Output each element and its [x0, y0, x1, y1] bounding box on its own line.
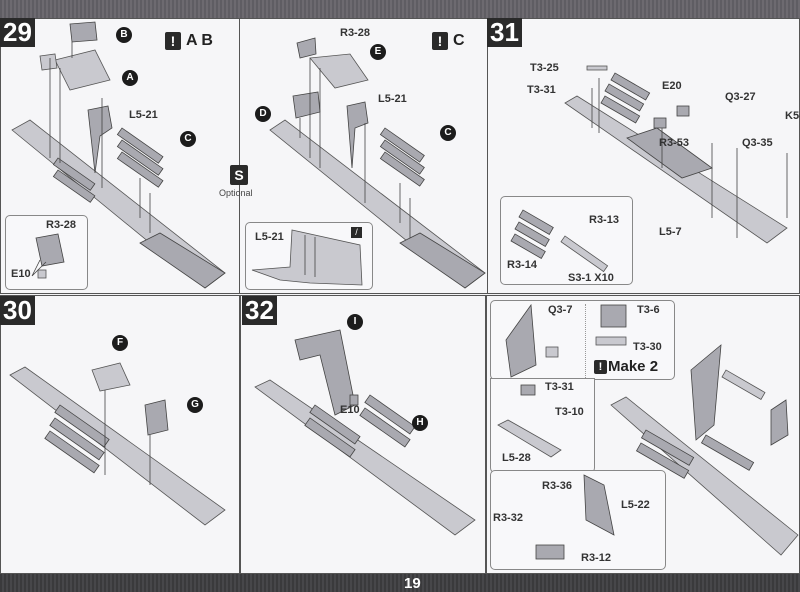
warning-note-c: !C: [432, 32, 465, 50]
top-border: [0, 0, 800, 18]
step-number: 32: [242, 296, 277, 325]
part-label: L5-7: [659, 226, 682, 238]
step-number: 31: [487, 18, 522, 47]
exclamation-icon: !: [594, 359, 607, 374]
callout-f: F: [112, 335, 128, 351]
warning-text: A B: [186, 32, 213, 49]
optional-label: Optional: [219, 188, 253, 198]
part-label: L5-28: [502, 452, 531, 464]
part-label: R3-53: [659, 137, 689, 149]
part-label: R3-28: [46, 219, 76, 231]
part-label: K5-: [785, 110, 800, 122]
optional-icon: S: [230, 165, 248, 185]
part-label: R3-36: [542, 480, 572, 492]
step-32-illustration: [254, 329, 476, 536]
step-29-left-illustration: [11, 21, 226, 289]
dotted-divider: [585, 304, 586, 378]
inset-l5-21-illustration: [251, 229, 363, 286]
subassembly-l5-22: [490, 470, 666, 570]
callout-a: A: [122, 70, 138, 86]
bottom-border: [0, 574, 800, 592]
part-label: R3-28: [340, 27, 370, 39]
make-2-note: !Make 2: [594, 358, 658, 375]
part-label: L5-21: [129, 109, 158, 121]
part-label: T3-10: [555, 406, 584, 418]
callout-b: B: [116, 27, 132, 43]
page-number: 19: [404, 575, 421, 592]
step-30-illustration: [9, 362, 226, 526]
part-label: E20: [662, 80, 682, 92]
inset-r3-28-illustration: [31, 233, 65, 279]
part-label: L5-21: [255, 231, 284, 243]
warning-note-ab: ! A B: [165, 32, 213, 50]
part-label: T3-31: [527, 84, 556, 96]
part-label: Q3-27: [725, 91, 756, 103]
step-number: 30: [0, 296, 35, 325]
part-label: L5-22: [621, 499, 650, 511]
step-31-illustration: [564, 65, 788, 244]
part-label: R3-13: [589, 214, 619, 226]
part-label: T3-31: [545, 381, 574, 393]
part-label: E10: [11, 268, 31, 280]
step-number: 29: [0, 18, 35, 47]
exclamation-icon: !: [165, 32, 181, 50]
callout-i: I: [347, 314, 363, 330]
subassembly-illustration: [497, 303, 799, 560]
part-label: Q3-7: [548, 304, 573, 316]
step-29-divider: [239, 18, 240, 294]
part-label: E10: [340, 404, 360, 416]
part-label: S3-1 X10: [568, 272, 614, 284]
make-2-text: Make 2: [608, 358, 659, 375]
part-label: R3-14: [507, 259, 537, 271]
cut-knife-icon: /: [351, 227, 362, 238]
part-label: R3-12: [581, 552, 611, 564]
part-label: T3-30: [633, 341, 662, 353]
callout-d: D: [255, 106, 271, 122]
part-label: T3-25: [530, 62, 559, 74]
part-label: L5-21: [378, 93, 407, 105]
warning-text: C: [453, 32, 465, 49]
callout-e: E: [370, 44, 386, 60]
callout-c: C: [180, 131, 196, 147]
step-29-right-illustration: [269, 37, 486, 289]
part-label: T3-6: [637, 304, 660, 316]
callout-g: G: [187, 397, 203, 413]
part-label: Q3-35: [742, 137, 773, 149]
callout-c: C: [440, 125, 456, 141]
exclamation-icon: !: [432, 32, 448, 50]
part-label: R3-32: [493, 512, 523, 524]
callout-h: H: [412, 415, 428, 431]
inset-ammo-illustration: [510, 209, 609, 273]
